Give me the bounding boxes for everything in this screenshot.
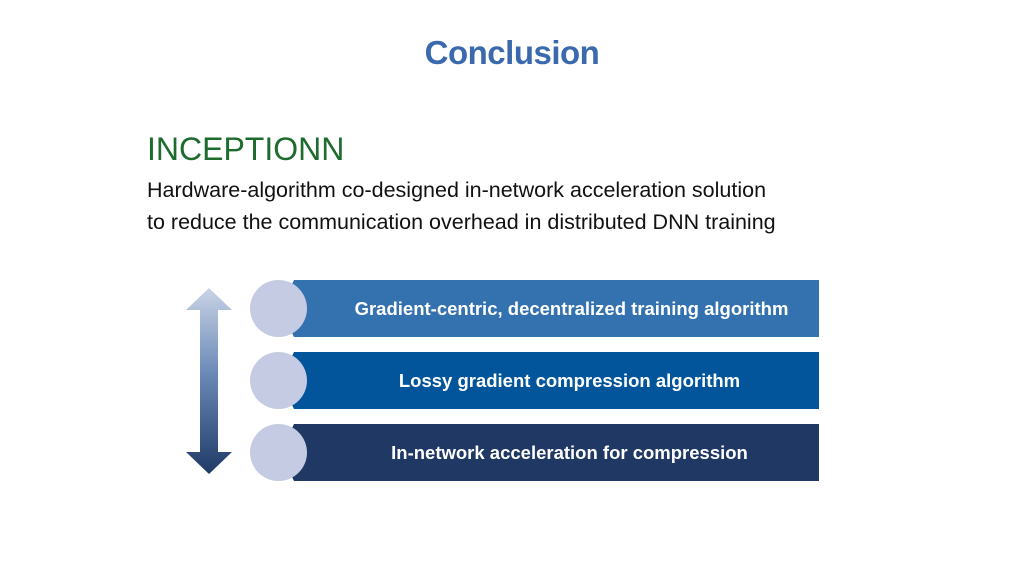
item-bar: In-network acceleration for compression [280,424,819,481]
circle-marker [250,280,307,337]
diagram-item-1: Gradient-centric, decentralized training… [250,280,820,338]
item-label: In-network acceleration for compression [391,441,748,463]
item-bar: Lossy gradient compression algorithm [280,352,819,409]
item-label: Gradient-centric, decentralized training… [354,297,789,319]
double-vertical-arrow-icon [186,288,232,474]
slide-title: Conclusion [424,34,600,71]
description: Hardware-algorithm co-designed in-networ… [147,174,776,238]
diagram-item-3: In-network acceleration for compression [250,424,820,482]
diagram-item-2: Lossy gradient compression algorithm [250,352,820,410]
description-line-1: Hardware-algorithm co-designed in-networ… [147,178,767,202]
description-line-2: to reduce the communication overhead in … [147,210,776,234]
item-label: Lossy gradient compression algorithm [398,369,741,391]
circle-marker [250,352,307,409]
circle-marker [250,424,307,481]
item-bar: Gradient-centric, decentralized training… [280,280,819,337]
section-heading: INCEPTIONN [147,131,345,167]
